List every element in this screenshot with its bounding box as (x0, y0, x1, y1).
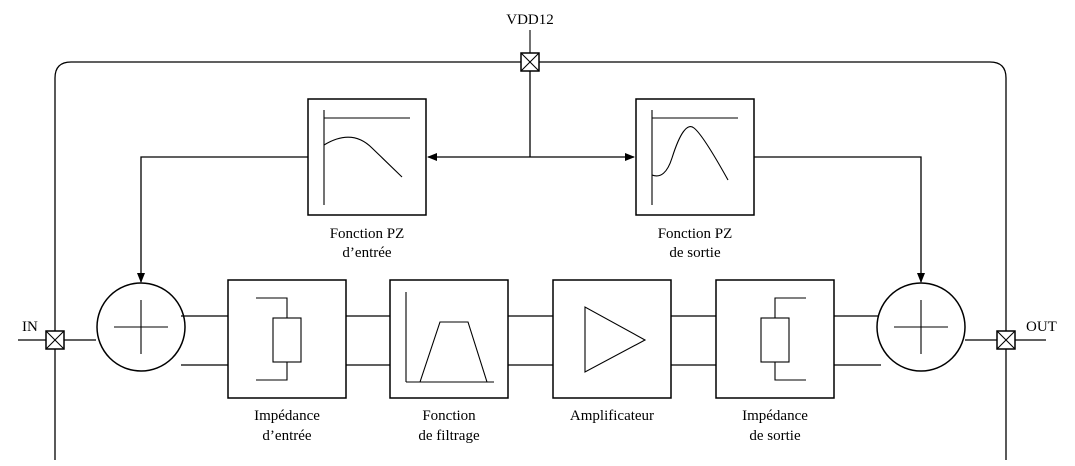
output-pz-label-1: Fonction PZ (658, 226, 733, 242)
filter-label-1: Fonction (422, 408, 476, 424)
amplifier-label: Amplificateur (570, 408, 654, 424)
output-pz-label-2: de sortie (669, 245, 721, 261)
supply-pad (520, 52, 540, 72)
input-pz-to-summer (137, 156, 308, 283)
output-impedance-block (715, 279, 835, 399)
output-port-label: OUT (1026, 319, 1057, 335)
filter-block (389, 279, 509, 399)
input-pad (45, 330, 65, 350)
amplifier-block (552, 279, 672, 399)
input-pz-block (307, 98, 427, 216)
output-pad (996, 330, 1016, 350)
input-summer (96, 282, 186, 372)
input-pz-label-1: Fonction PZ (330, 226, 405, 242)
output-impedance-label-1: Impédance (742, 408, 808, 424)
input-impedance-label-1: Impédance (254, 408, 320, 424)
output-pz-block (635, 98, 755, 216)
signal-lines (181, 315, 881, 366)
input-impedance-block (227, 279, 347, 399)
output-pz-to-summer (754, 156, 925, 283)
input-impedance-label-2: d’entrée (262, 428, 311, 444)
output-summer (876, 282, 966, 372)
filter-label-2: de filtrage (418, 428, 480, 444)
output-impedance-label-2: de sortie (749, 428, 801, 444)
input-pz-label-2: d’entrée (342, 245, 391, 261)
input-port-label: IN (22, 319, 38, 335)
supply-label: VDD12 (506, 12, 554, 28)
